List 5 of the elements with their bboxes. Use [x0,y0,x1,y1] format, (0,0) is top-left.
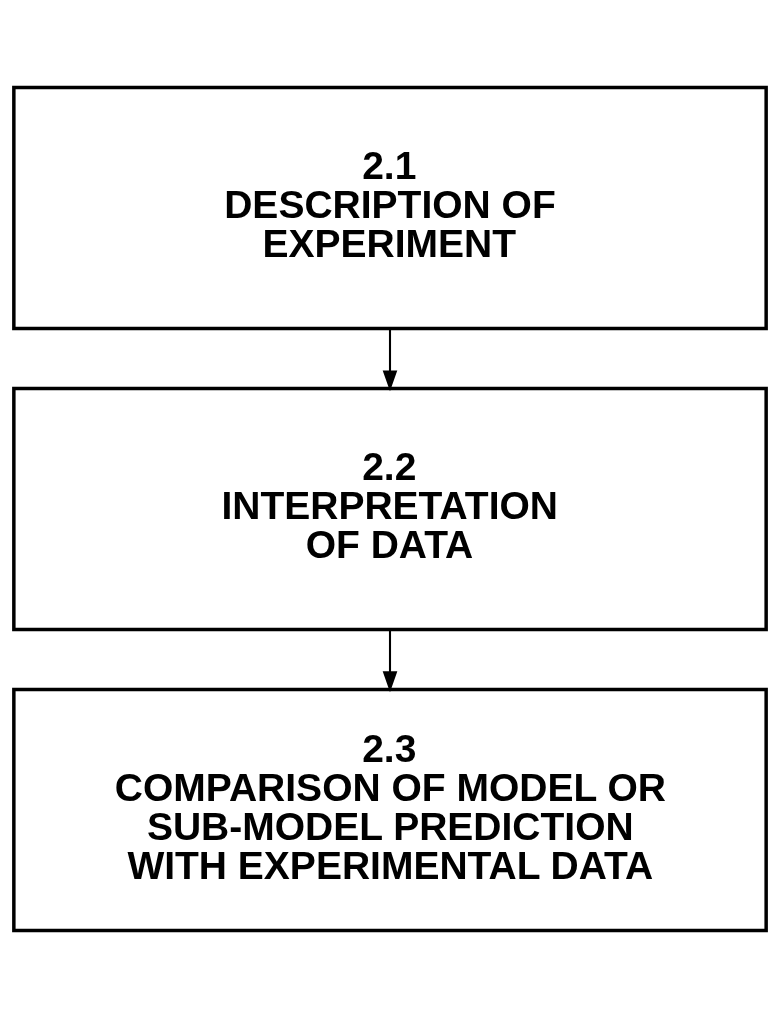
arrow [382,328,398,392]
node-box: 2.1 DESCRIPTION OF EXPERIMENT [12,85,768,331]
arrow [382,629,398,693]
node-box: 2.3 COMPARISON OF MODEL OR SUB-MODEL PREDICTION WITH EXPERIMENTAL DATA [12,687,768,933]
node-box: 2.2 INTERPRETATION OF DATA [12,386,768,632]
